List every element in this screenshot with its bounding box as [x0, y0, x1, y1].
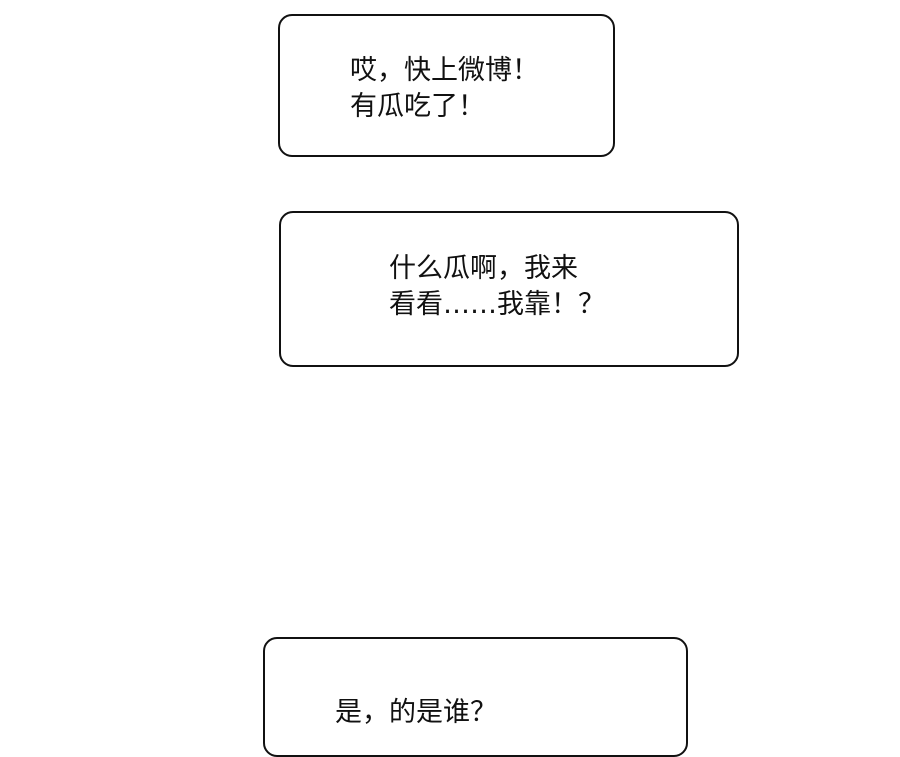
bubble-1-line-2: 有瓜吃了！ [350, 91, 485, 122]
bubble-2-line-2: 看看……我靠！？ [389, 289, 605, 320]
bubble-2-line-1: 什么瓜啊，我来 [389, 253, 578, 284]
bubble-1-line-1: 哎，快上微博！ [350, 55, 539, 86]
bubble-3-line-1: 是，的是谁？ [335, 695, 497, 731]
speech-bubble-1: 哎，快上微博！ 有瓜吃了！ [278, 14, 615, 157]
bubble-1-text: 哎，快上微博！ 有瓜吃了！ [350, 53, 539, 125]
speech-bubble-2: 什么瓜啊，我来 看看……我靠！？ [279, 211, 739, 367]
bubble-2-text: 什么瓜啊，我来 看看……我靠！？ [389, 251, 605, 323]
bubble-3-text: 是，的是谁？ [335, 695, 497, 731]
speech-bubble-3: 是，的是谁？ [263, 637, 688, 757]
